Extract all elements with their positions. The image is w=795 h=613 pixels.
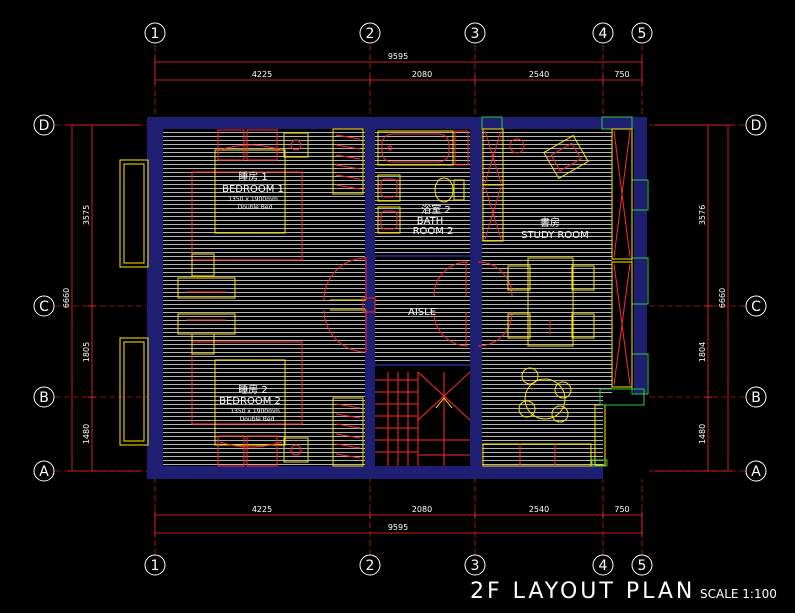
dim-overall-top: 9595	[388, 52, 408, 61]
aisle-floor	[375, 257, 470, 364]
bathroom-label-line1: BATH	[417, 216, 444, 227]
bedroom-1-floor	[163, 129, 365, 299]
dim-seg-bottom: 2540	[529, 505, 549, 514]
dim-seg-left: 1805	[82, 342, 91, 362]
dim-overall-bottom: 9595	[388, 523, 408, 532]
dim-seg-left: 1480	[82, 424, 91, 444]
study-furniture	[482, 128, 633, 467]
bedroom-1-cn-label: 睡房 1	[238, 170, 268, 183]
grid-row-label: D	[39, 118, 50, 134]
grid-col-label: 1	[151, 558, 160, 574]
bedroom-2-bed: Double Bed	[240, 416, 275, 423]
dim-seg-left: 3575	[82, 205, 91, 225]
dim-seg-top: 4225	[252, 70, 272, 79]
bathroom-fixtures	[377, 130, 469, 234]
row-grid-bubbles-right: D C B A	[745, 114, 767, 482]
bathroom-cn-label: 浴室 2	[421, 203, 451, 216]
grid-col-label: 3	[471, 26, 480, 42]
dim-seg-top: 2540	[529, 70, 549, 79]
study-cn-label: 書房	[540, 216, 560, 229]
dimensions-right	[655, 124, 732, 472]
bathroom-label-line2: ROOM 2	[413, 226, 454, 237]
bedroom-2-furniture	[177, 313, 364, 467]
grid-row-label: C	[751, 299, 761, 315]
dimensions-top	[154, 58, 643, 84]
dim-overall-right: 6660	[718, 288, 727, 308]
grid-col-label: 5	[638, 26, 647, 42]
bedroom-2-floor	[163, 316, 365, 466]
column-grid-bubbles-top: 1 2 3 4 5	[144, 22, 653, 44]
bedroom-2-size: 1350 x 1900mm	[230, 408, 280, 415]
bedroom-1-bed: Double Bed	[238, 204, 273, 211]
grid-row-label: B	[751, 390, 761, 406]
aisle-label: AISLE	[408, 307, 436, 318]
grid-row-label: A	[39, 464, 49, 480]
grid-row-label: A	[751, 464, 761, 480]
dim-seg-top: 2080	[412, 70, 432, 79]
bedroom-2-label: BEDROOM 2	[219, 396, 281, 407]
dim-overall-left: 6660	[62, 288, 71, 308]
dimensions-bottom	[154, 511, 643, 537]
dim-seg-top: 750	[614, 70, 629, 79]
dim-seg-bottom: 750	[614, 505, 629, 514]
doors	[323, 257, 513, 353]
grid-col-label: 4	[599, 26, 608, 42]
row-grid-bubbles-left: D C B A	[33, 114, 55, 482]
dim-seg-bottom: 4225	[252, 505, 272, 514]
grid-col-label: 1	[151, 26, 160, 42]
plan-scale: SCALE 1:100	[700, 587, 777, 601]
study-label: STUDY ROOM	[521, 230, 589, 241]
grid-row-label: D	[751, 118, 762, 134]
bedroom-1-label: BEDROOM 1	[222, 184, 284, 195]
dimensions-left	[68, 124, 140, 472]
grid-col-label: 2	[366, 26, 375, 42]
bedroom-1-size: 1350 x 1900mm	[228, 196, 278, 203]
study-floor	[482, 129, 612, 466]
grid-col-label: 2	[366, 558, 375, 574]
dim-seg-right: 3576	[698, 205, 707, 225]
dim-seg-right: 1804	[698, 342, 707, 362]
column-grid-bubbles-bottom: 1 2 3 4 5	[144, 554, 653, 576]
staircase	[375, 371, 471, 466]
grid-col-label: 4	[599, 558, 608, 574]
bedroom-1-furniture	[177, 128, 364, 299]
plan-title: 2F LAYOUT PLAN	[470, 579, 695, 604]
grid-col-label: 3	[471, 558, 480, 574]
dim-seg-bottom: 2080	[412, 505, 432, 514]
bedroom-2-cn-label: 睡房 2	[238, 383, 268, 396]
dim-seg-right: 1480	[698, 424, 707, 444]
grid-row-label: B	[39, 390, 49, 406]
grid-col-label: 5	[638, 558, 647, 574]
grid-row-label: C	[39, 299, 49, 315]
